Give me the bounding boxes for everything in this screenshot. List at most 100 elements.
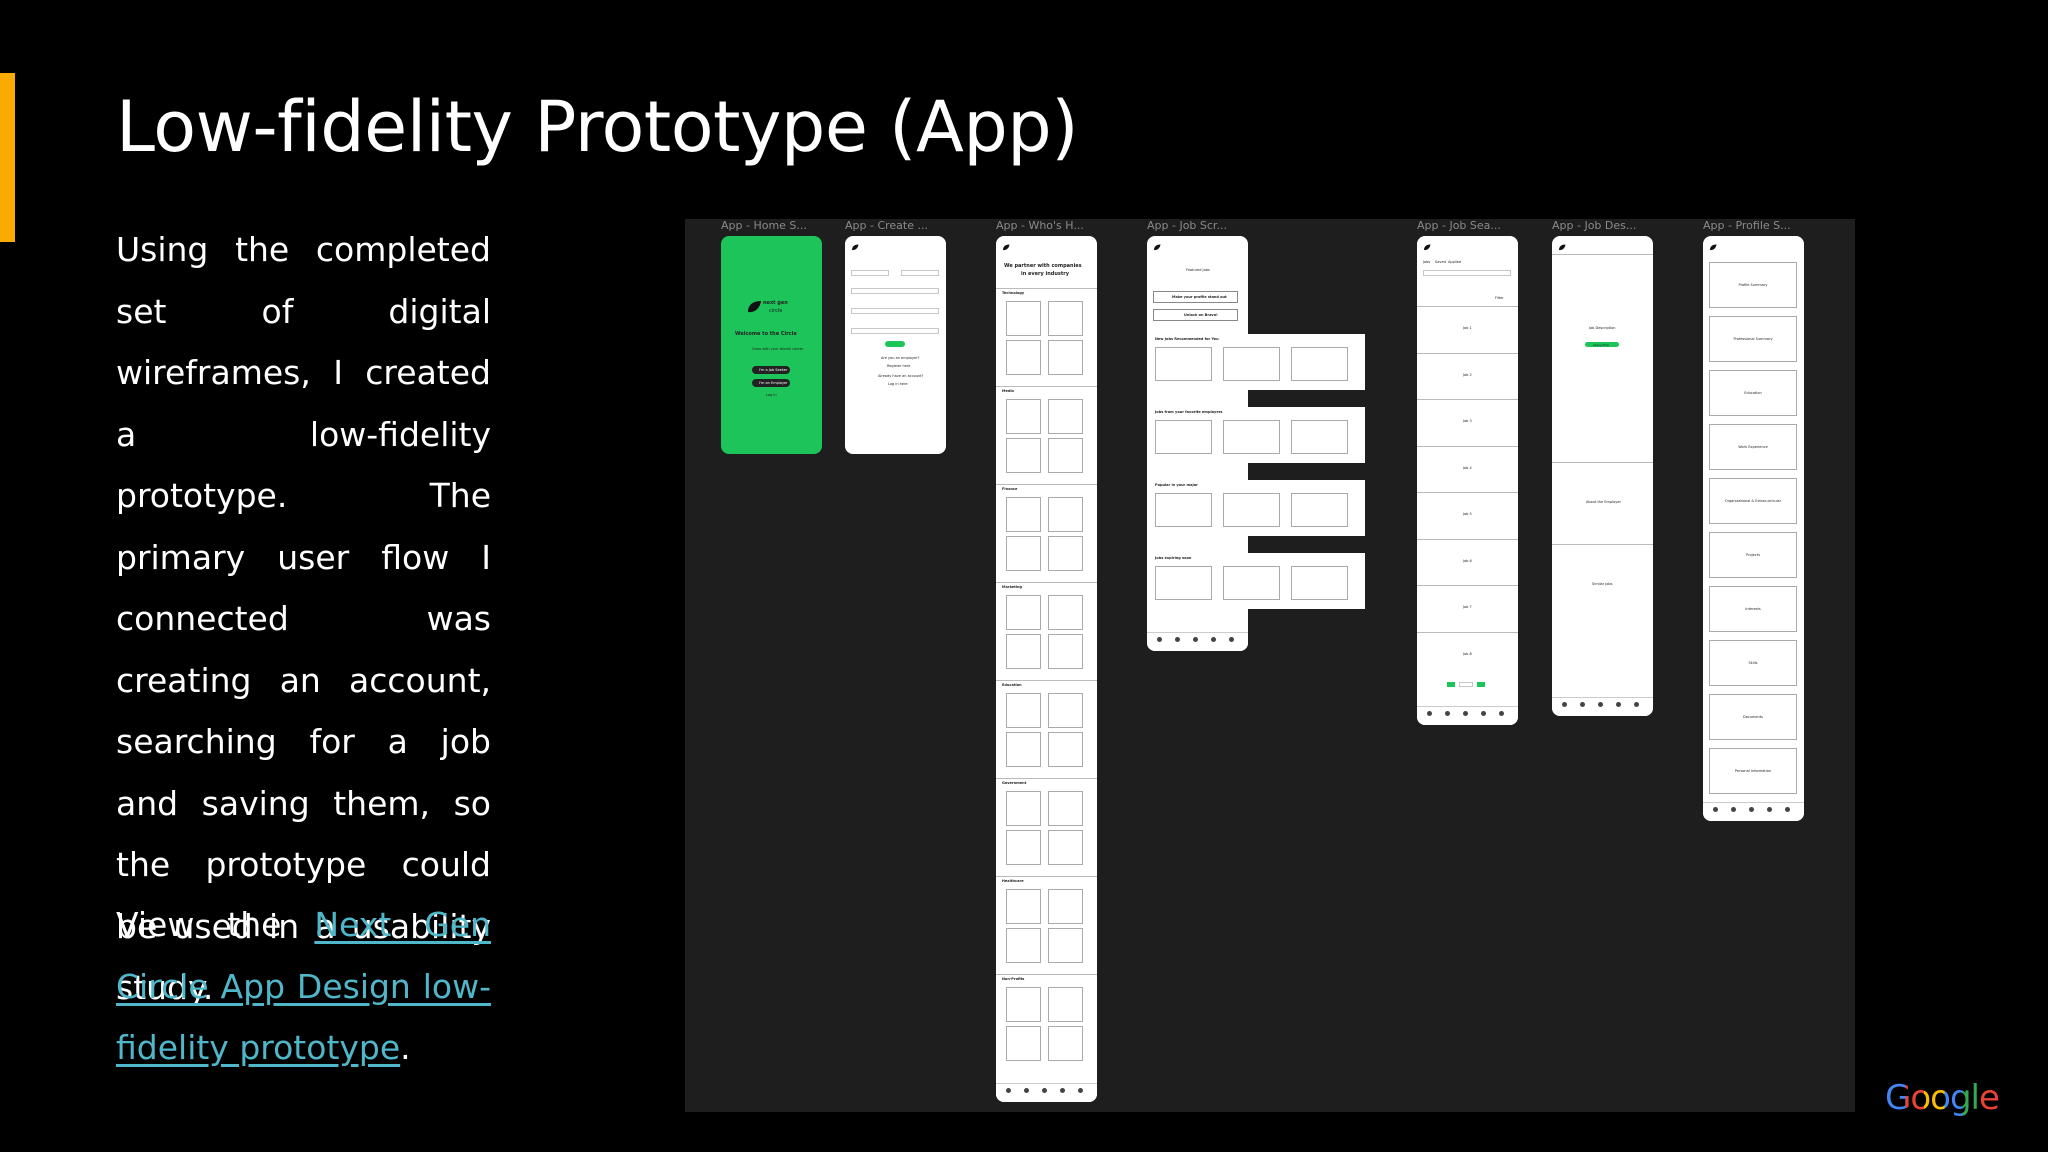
nav-icon[interactable] bbox=[1463, 711, 1468, 716]
login-link[interactable]: Log in here bbox=[888, 382, 908, 386]
company-logo-card[interactable] bbox=[1048, 732, 1083, 767]
company-logo-card[interactable] bbox=[1048, 889, 1083, 924]
home-login-link[interactable]: Log In bbox=[766, 393, 777, 397]
company-logo-card[interactable] bbox=[1006, 928, 1041, 963]
company-logo-card[interactable] bbox=[1048, 830, 1083, 865]
job-result[interactable]: Job 4 bbox=[1463, 465, 1472, 470]
nav-icon[interactable] bbox=[1598, 702, 1603, 707]
frame-label-home[interactable]: App - Home S... bbox=[721, 219, 807, 232]
whos-hiring-frame[interactable]: We partner with companies in every indus… bbox=[996, 236, 1097, 1102]
job-seeker-button[interactable]: I'm a Job Seeker bbox=[752, 366, 790, 374]
profile-section-card[interactable]: Interests bbox=[1709, 586, 1797, 632]
job-result[interactable]: Job 2 bbox=[1463, 372, 1472, 377]
register-link[interactable]: Register here bbox=[887, 364, 911, 368]
company-logo-card[interactable] bbox=[1006, 595, 1041, 630]
job-result[interactable]: Job 7 bbox=[1463, 605, 1472, 609]
nav-icon[interactable] bbox=[1042, 1088, 1047, 1093]
frame-label-jobscreen[interactable]: App - Job Scr... bbox=[1147, 219, 1227, 232]
email-field[interactable] bbox=[851, 288, 939, 294]
nav-icon[interactable] bbox=[1749, 807, 1754, 812]
bottom-nav-bar[interactable] bbox=[1417, 706, 1518, 725]
nav-icon[interactable] bbox=[1634, 702, 1639, 707]
nav-icon[interactable] bbox=[1006, 1088, 1011, 1093]
frame-label-create[interactable]: App - Create ... bbox=[845, 219, 928, 232]
company-logo-card[interactable] bbox=[1048, 438, 1083, 473]
nav-icon[interactable] bbox=[1024, 1088, 1029, 1093]
company-logo-card[interactable] bbox=[1006, 634, 1041, 669]
company-logo-card[interactable] bbox=[1048, 1026, 1083, 1061]
bottom-nav-bar[interactable] bbox=[996, 1083, 1097, 1102]
last-name-field[interactable] bbox=[901, 270, 939, 276]
job-card[interactable] bbox=[1155, 420, 1212, 454]
company-logo-card[interactable] bbox=[1006, 791, 1041, 826]
profile-section-card[interactable]: Work Experience bbox=[1709, 424, 1797, 470]
profile-section-card[interactable]: Documents bbox=[1709, 694, 1797, 740]
company-logo-card[interactable] bbox=[1048, 928, 1083, 963]
company-logo-card[interactable] bbox=[1006, 830, 1041, 865]
nav-icon[interactable] bbox=[1767, 807, 1772, 812]
company-logo-card[interactable] bbox=[1006, 301, 1041, 336]
job-card[interactable] bbox=[1291, 566, 1348, 600]
prototype-link[interactable]: Next Gen Circle App Design low-fidelity … bbox=[116, 905, 491, 1067]
employer-button[interactable]: I'm an Employer bbox=[752, 379, 790, 387]
profile-section-card[interactable]: Projects bbox=[1709, 532, 1797, 578]
nav-icon[interactable] bbox=[1157, 637, 1162, 642]
nav-icon[interactable] bbox=[1427, 711, 1432, 716]
tab-jobs[interactable]: Jobs bbox=[1423, 260, 1431, 264]
create-frame[interactable]: Are you an employer? Register here Alrea… bbox=[845, 236, 946, 454]
profile-action-button[interactable]: Make your profile stand out bbox=[1153, 291, 1238, 303]
signup-button[interactable] bbox=[885, 341, 905, 347]
prototype-canvas[interactable]: App - Home S... App - Create ... App - W… bbox=[685, 219, 1855, 1112]
company-logo-card[interactable] bbox=[1048, 340, 1083, 375]
company-logo-card[interactable] bbox=[1006, 889, 1041, 924]
nav-icon[interactable] bbox=[1481, 711, 1486, 716]
job-result[interactable]: Job 6 bbox=[1463, 558, 1472, 563]
job-card[interactable] bbox=[1155, 347, 1212, 381]
bravo-action-button[interactable]: Unlock on Bravo! bbox=[1153, 309, 1238, 321]
company-logo-card[interactable] bbox=[1048, 987, 1083, 1022]
profile-section-card[interactable]: Education bbox=[1709, 370, 1797, 416]
company-logo-card[interactable] bbox=[1006, 536, 1041, 571]
frame-label-who[interactable]: App - Who's H... bbox=[996, 219, 1084, 232]
frame-label-jobdesc[interactable]: App - Job Des... bbox=[1552, 219, 1637, 232]
nav-icon[interactable] bbox=[1562, 702, 1567, 707]
company-logo-card[interactable] bbox=[1048, 634, 1083, 669]
company-logo-card[interactable] bbox=[1048, 791, 1083, 826]
bottom-nav-bar[interactable] bbox=[1703, 802, 1804, 821]
job-carousel[interactable]: Jobs expiring soon bbox=[1147, 553, 1365, 609]
job-result[interactable]: Job 8 bbox=[1463, 651, 1472, 656]
job-carousel[interactable]: New Jobs Recommended for You bbox=[1147, 334, 1365, 390]
filter-button[interactable]: Filter bbox=[1495, 296, 1504, 300]
tab-applied[interactable]: Applied bbox=[1448, 260, 1462, 264]
bottom-nav-bar[interactable] bbox=[1552, 697, 1653, 716]
tab-saved[interactable]: Saved bbox=[1435, 260, 1446, 264]
nav-icon[interactable] bbox=[1445, 711, 1450, 716]
company-logo-card[interactable] bbox=[1048, 301, 1083, 336]
job-result[interactable]: Job 3 bbox=[1463, 419, 1472, 423]
first-name-field[interactable] bbox=[851, 270, 889, 276]
company-logo-card[interactable] bbox=[1048, 399, 1083, 434]
company-logo-card[interactable] bbox=[1006, 693, 1041, 728]
company-logo-card[interactable] bbox=[1006, 399, 1041, 434]
profile-section-card[interactable]: Profile Summary bbox=[1709, 262, 1797, 308]
next-page-button[interactable] bbox=[1477, 682, 1485, 687]
job-card[interactable] bbox=[1291, 420, 1348, 454]
job-card[interactable] bbox=[1291, 493, 1348, 527]
job-result[interactable]: Job 1 bbox=[1463, 326, 1472, 330]
home-frame[interactable]: next gen circle Welcome to the Circle Gr… bbox=[721, 236, 822, 454]
nav-icon[interactable] bbox=[1078, 1088, 1083, 1093]
job-card[interactable] bbox=[1223, 347, 1280, 381]
nav-icon[interactable] bbox=[1616, 702, 1621, 707]
nav-icon[interactable] bbox=[1193, 637, 1198, 642]
job-card[interactable] bbox=[1223, 420, 1280, 454]
profile-section-card[interactable]: Professional Summary bbox=[1709, 316, 1797, 362]
profile-section-card[interactable]: Personal Information bbox=[1709, 748, 1797, 794]
prev-page-button[interactable] bbox=[1447, 682, 1455, 687]
profile-section-card[interactable]: Skills bbox=[1709, 640, 1797, 686]
password-field[interactable] bbox=[851, 308, 939, 314]
nav-icon[interactable] bbox=[1713, 807, 1718, 812]
nav-icon[interactable] bbox=[1785, 807, 1790, 812]
college-select[interactable] bbox=[851, 328, 939, 334]
nav-icon[interactable] bbox=[1580, 702, 1585, 707]
